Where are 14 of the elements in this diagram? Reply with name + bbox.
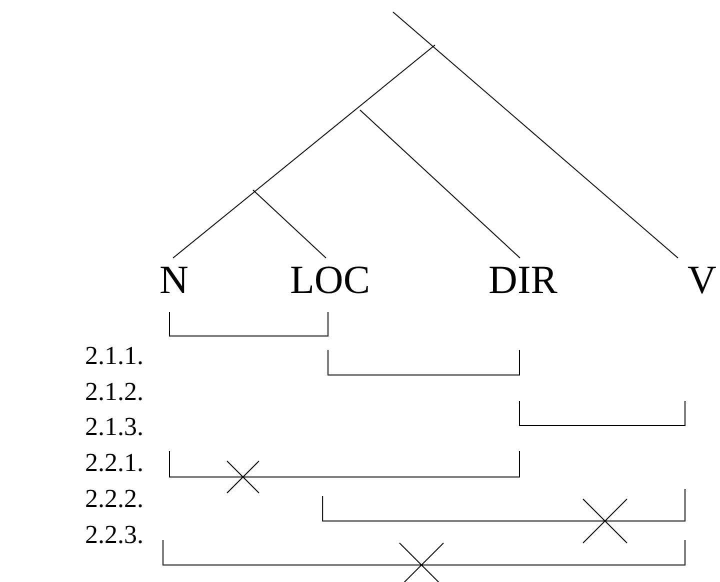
word-label: V (688, 262, 716, 298)
row-number: 2.2.2. (85, 485, 144, 513)
row-number: 2.1.3. (85, 413, 144, 441)
row-number: 2.1.2. (85, 378, 144, 406)
row-number: 2.1.1. (85, 342, 144, 370)
word-label: LOC (290, 262, 370, 298)
tree-branch (172, 44, 436, 258)
tree-branch (392, 12, 678, 258)
tree-branch (360, 110, 520, 258)
row-number: 2.2.1. (85, 449, 144, 477)
tree-branch (252, 190, 326, 258)
word-label: N (160, 262, 188, 298)
row-number: 2.2.3. (85, 521, 144, 549)
word-label: DIR (488, 262, 558, 298)
